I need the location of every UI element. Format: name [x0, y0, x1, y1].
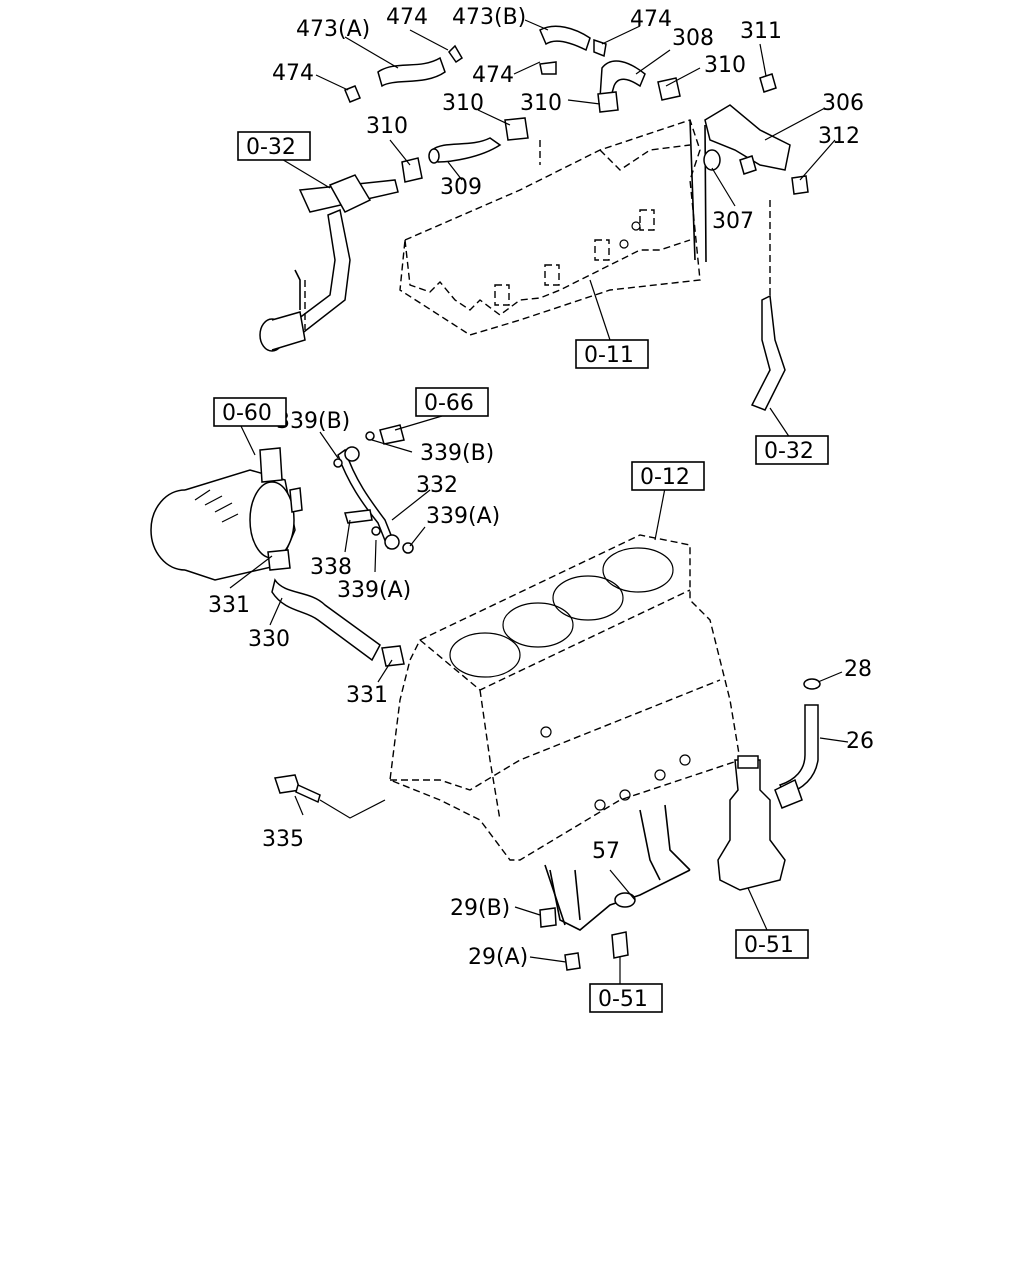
callout-339a: 339(A)	[426, 504, 500, 529]
ref-box-0-51[interactable]: 0-51	[735, 929, 809, 959]
ref-box-0-51[interactable]: 0-51	[589, 983, 663, 1013]
callout-331: 331	[208, 593, 250, 618]
callout-26: 26	[846, 729, 874, 754]
hose-473b	[539, 25, 607, 75]
oil-jet-57	[539, 804, 691, 971]
callout-474: 474	[272, 61, 314, 86]
oil-filter	[717, 755, 786, 891]
callout-310: 310	[442, 91, 484, 116]
svg-text:0-32: 0-32	[764, 439, 814, 464]
callout-339b: 339(B)	[420, 441, 494, 466]
oil-pipe-26	[774, 678, 821, 809]
callout-335: 335	[262, 827, 304, 852]
callout-474: 474	[472, 63, 514, 88]
callout-338: 338	[310, 555, 352, 580]
ref-box-0-11[interactable]: 0-11	[575, 339, 649, 369]
callout-339a: 339(A)	[337, 578, 411, 603]
callout-labels: 473(A) 474 473(B) 474 308 311 474 474 31…	[208, 5, 874, 970]
svg-text:0-51: 0-51	[744, 933, 794, 958]
ref-box-0-32[interactable]: 0-32	[237, 131, 311, 161]
callout-309: 309	[440, 175, 482, 200]
callout-339b: 339(B)	[276, 409, 350, 434]
ref-box-0-60[interactable]: 0-60	[213, 397, 287, 427]
svg-text:0-11: 0-11	[584, 343, 634, 368]
svg-text:0-66: 0-66	[424, 391, 474, 416]
ref-box-0-66[interactable]: 0-66	[415, 387, 489, 417]
callout-306: 306	[822, 91, 864, 116]
ref-box-0-12[interactable]: 0-12	[631, 461, 705, 491]
callout-331: 331	[346, 683, 388, 708]
pipe-332	[333, 424, 414, 554]
reference-boxes: 0-32 0-11 0-32 0-60 0-66 0-12 0-51 0-51	[213, 131, 829, 1013]
callout-312: 312	[818, 124, 860, 149]
callout-29b: 29(B)	[450, 896, 510, 921]
ref-box-0-32[interactable]: 0-32	[755, 435, 829, 465]
callout-310: 310	[520, 91, 562, 116]
water-pipe-right	[750, 294, 786, 411]
stud-335	[274, 774, 386, 819]
outlet-306	[703, 104, 809, 295]
callout-473a: 473(A)	[296, 17, 370, 42]
callout-308: 308	[672, 26, 714, 51]
callout-310: 310	[704, 53, 746, 78]
cylinder-block-phantom	[389, 534, 741, 861]
callout-311: 311	[740, 19, 782, 44]
callout-307: 307	[712, 209, 754, 234]
pipe-308	[597, 60, 777, 113]
svg-text:0-12: 0-12	[640, 465, 690, 490]
water-pipe-left	[259, 174, 399, 352]
callout-332: 332	[416, 473, 458, 498]
svg-text:0-60: 0-60	[222, 401, 272, 426]
callout-474: 474	[386, 5, 428, 30]
callout-473b: 473(B)	[452, 5, 526, 30]
callout-474: 474	[630, 7, 672, 32]
hose-309	[401, 117, 541, 183]
hose-473a	[344, 44, 464, 103]
callout-57: 57	[592, 839, 620, 864]
callout-29a: 29(A)	[468, 945, 528, 970]
cylinder-head-phantom	[399, 119, 707, 336]
leader-lines	[229, 19, 849, 985]
callout-310: 310	[366, 114, 408, 139]
svg-text:0-51: 0-51	[598, 987, 648, 1012]
svg-text:0-32: 0-32	[246, 135, 296, 160]
callout-28: 28	[844, 657, 872, 682]
hose-330	[267, 549, 405, 667]
callout-330: 330	[248, 627, 290, 652]
